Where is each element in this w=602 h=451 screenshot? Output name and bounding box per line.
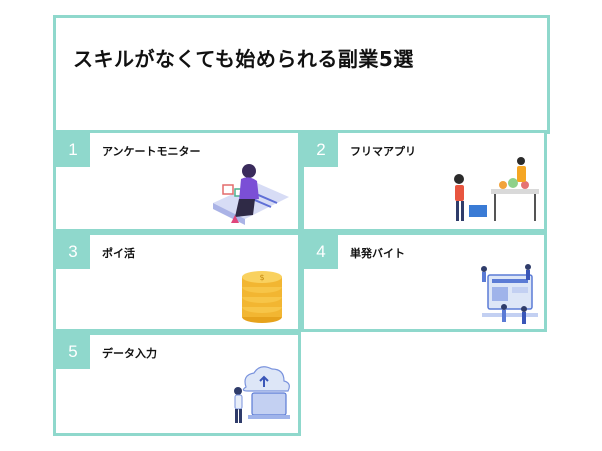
card-number: 2 (304, 133, 338, 167)
coin-stack-icon: $ (242, 271, 282, 323)
card-label: アンケートモニター (102, 145, 201, 158)
card-one-time-job[interactable]: 4 単発バイト (301, 232, 547, 332)
card-label: フリマアプリ (350, 145, 416, 158)
card-point-activity[interactable]: 3 ポイ活 $ (53, 232, 301, 332)
flea-market-illustration-icon (454, 157, 539, 221)
card-data-entry[interactable]: 5 データ入力 (53, 332, 301, 436)
card-label: ポイ活 (102, 247, 135, 260)
card-number: 1 (56, 133, 90, 167)
header-panel (53, 15, 550, 134)
card-flea-market-app[interactable]: 2 フリマアプリ (301, 130, 547, 232)
web-workers-illustration-icon (481, 264, 538, 324)
svg-text:$: $ (259, 273, 264, 282)
cloud-upload-illustration-icon (234, 366, 290, 423)
survey-illustration-icon (213, 164, 289, 225)
card-number: 4 (304, 235, 338, 269)
card-survey-monitor[interactable]: 1 アンケートモニター (53, 130, 301, 232)
page-title: スキルがなくても始められる副業5選 (73, 47, 414, 71)
card-label: 単発バイト (350, 247, 405, 260)
card-label: データ入力 (102, 347, 157, 360)
card-number: 3 (56, 235, 90, 269)
card-number: 5 (56, 335, 90, 369)
